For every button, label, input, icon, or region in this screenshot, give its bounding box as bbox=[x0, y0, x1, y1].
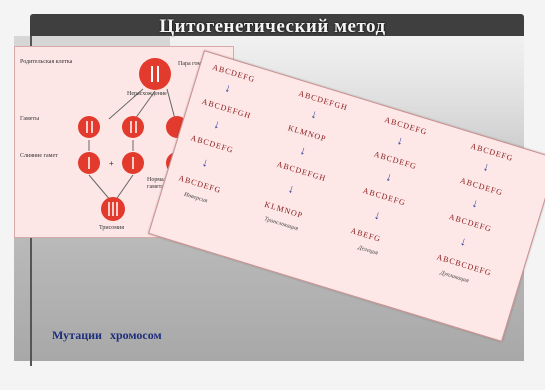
sequence-text: ABCDEFG bbox=[469, 141, 515, 164]
sequence-text: KLMNOP bbox=[286, 123, 328, 144]
down-arrow-icon: ↓ bbox=[212, 116, 222, 132]
slide-title: Цитогенетический метод bbox=[159, 16, 386, 37]
sequence-text: ABCDEFG bbox=[372, 149, 418, 172]
slide-caption: Мутации хромосом bbox=[52, 328, 162, 342]
down-arrow-icon: ↓ bbox=[372, 207, 383, 223]
down-arrow-icon: ↓ bbox=[286, 181, 297, 197]
down-arrow-icon: ↓ bbox=[384, 169, 395, 185]
down-arrow-icon: ↓ bbox=[309, 106, 320, 122]
down-arrow-icon: ↓ bbox=[470, 195, 481, 211]
svg-text:+: + bbox=[109, 159, 114, 168]
parent-cell bbox=[139, 58, 171, 90]
mutation-type-label: Дупликация bbox=[439, 270, 470, 285]
gamete-cell bbox=[122, 116, 144, 138]
down-arrow-icon: ↓ bbox=[395, 132, 406, 148]
gametes-label: Гаметы bbox=[20, 116, 40, 122]
parent-cell-label: Родительская клетка bbox=[20, 59, 73, 65]
down-arrow-icon: ↓ bbox=[458, 233, 469, 249]
sequence-text: ABCDEFGH bbox=[297, 88, 349, 113]
sequence-text: ABCDEFG bbox=[211, 62, 257, 85]
sequence-text: ABCDEFGH bbox=[275, 159, 328, 184]
nondisjunction-label: Нерасхождение bbox=[127, 91, 167, 97]
trisomy-label: Трисомия bbox=[99, 225, 124, 231]
fusion-label: Слияние гамет bbox=[20, 153, 58, 159]
mutation-type-label: Транслокация bbox=[263, 216, 299, 233]
sequence-text: ABCDEFG bbox=[447, 212, 493, 234]
sequence-text: ABCDEFG bbox=[361, 185, 407, 208]
sequence-text: ABEFG bbox=[349, 226, 383, 244]
mutation-type-label: Инверсия bbox=[183, 191, 208, 205]
sequence-text: ABCDEFGH bbox=[200, 96, 253, 121]
gamete-cell bbox=[78, 116, 100, 138]
slide-header-bar bbox=[30, 14, 524, 38]
down-arrow-icon: ↓ bbox=[298, 142, 309, 159]
mutation-type-label: Делеция bbox=[357, 244, 379, 257]
sequence-text: ABCDEFG bbox=[458, 175, 505, 198]
down-arrow-icon: ↓ bbox=[200, 154, 211, 170]
down-arrow-icon: ↓ bbox=[223, 80, 234, 96]
sequence-text: ABCDEFG bbox=[189, 133, 235, 155]
down-arrow-icon: ↓ bbox=[481, 159, 492, 175]
sequence-text: ABCDEFG bbox=[383, 115, 429, 137]
